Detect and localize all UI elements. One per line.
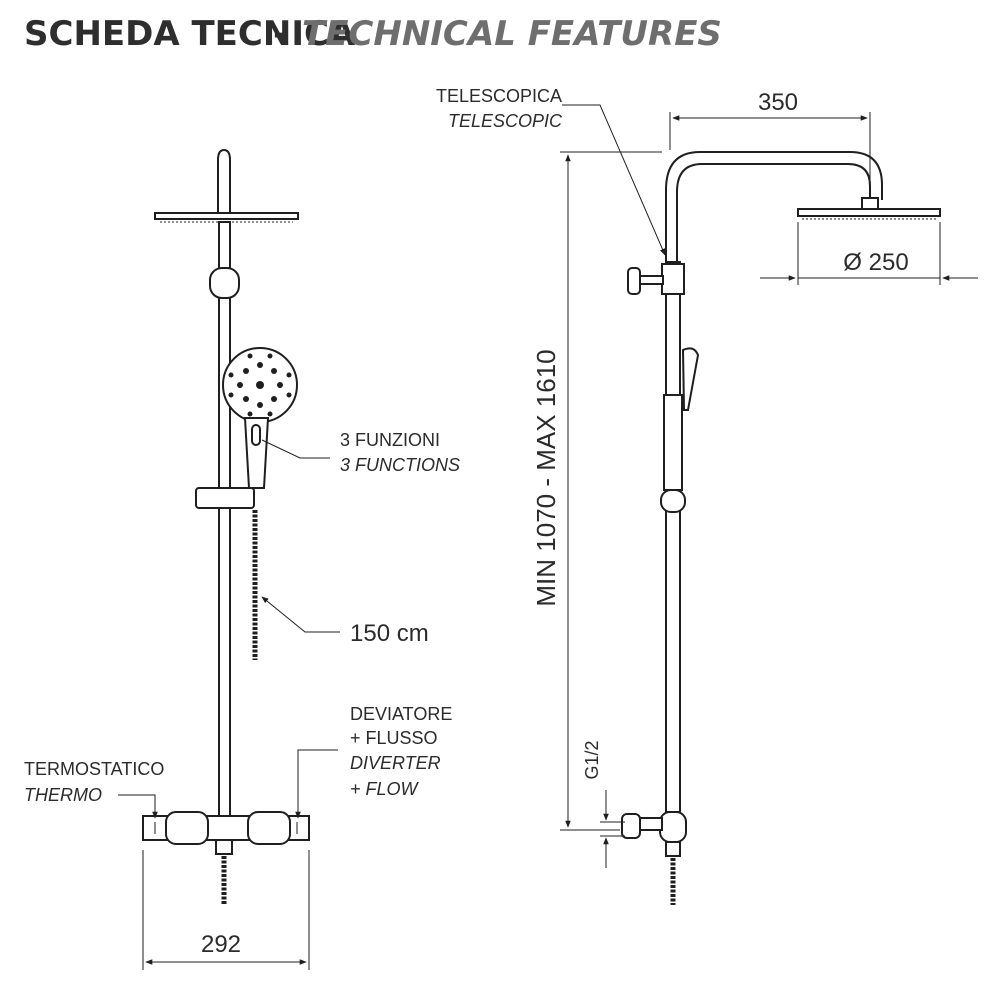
diverter-label-en-2: + FLOW <box>350 779 420 799</box>
dimension-height <box>560 151 662 831</box>
dimension-mixer-width <box>142 850 310 970</box>
diverter-leader <box>295 749 338 819</box>
diverter-label-en-1: DIVERTER <box>350 753 441 773</box>
side-view <box>621 151 941 905</box>
side-shower-head <box>797 208 941 217</box>
side-arm-inner <box>676 163 871 265</box>
title-english: TECHNICAL FEATURES <box>302 14 722 54</box>
diverter-label-it-1: DEVIATORE <box>350 704 452 724</box>
side-hand-shower-handle <box>663 394 683 491</box>
functions-leader <box>261 439 330 459</box>
functions-label-en: 3 FUNCTIONS <box>340 455 460 475</box>
functions-label-it: 3 FUNZIONI <box>340 430 440 450</box>
side-outlet <box>665 841 681 857</box>
telescopic-label-it: TELESCOPICA <box>436 86 562 106</box>
thermo-leader <box>118 794 158 819</box>
diverter-knob <box>247 811 291 845</box>
thermo-label-it: TERMOSTATICO <box>24 759 164 779</box>
side-inlet-nut <box>621 813 641 839</box>
front-rail <box>218 221 231 823</box>
title-italian: SCHEDA TECNICA <box>24 14 356 54</box>
hose-length-label: 150 cm <box>350 620 429 647</box>
dimension-height-label: MIN 1070 - MAX 1610 <box>531 349 561 606</box>
dimension-head-diameter <box>760 222 978 285</box>
dimension-arm-length <box>669 112 871 198</box>
front-shower-head <box>154 212 299 220</box>
dimension-width-label: 292 <box>201 931 241 958</box>
front-top-bracket <box>209 267 240 299</box>
side-inlet <box>637 817 663 831</box>
dimension-connection <box>600 790 625 868</box>
hand-shower-nozzles <box>228 353 292 417</box>
side-mixer-body <box>659 811 687 843</box>
hand-shower-button <box>251 424 261 446</box>
thermostatic-knob <box>165 811 209 845</box>
front-slider <box>195 487 255 509</box>
side-arm-outer <box>665 151 883 265</box>
thermo-label-en: THERMO <box>24 785 102 805</box>
diverter-label-it-2: + FLUSSO <box>350 728 438 748</box>
hose-leader <box>261 596 340 633</box>
dimension-diameter-label: Ø 250 <box>843 249 908 276</box>
hand-shower-handle <box>243 417 270 489</box>
dimension-connection-label: G1/2 <box>582 740 602 779</box>
telescopic-leader <box>562 104 666 256</box>
side-rail <box>665 261 681 813</box>
side-slider <box>660 489 686 513</box>
front-view <box>142 148 310 905</box>
front-riser-top <box>217 148 231 212</box>
telescopic-label-en: TELESCOPIC <box>448 111 563 131</box>
dimension-arm-label: 350 <box>758 89 798 116</box>
side-hand-shower <box>681 347 700 411</box>
title-separator: - <box>273 14 287 54</box>
side-clamp <box>661 263 685 295</box>
mixer-outlet <box>215 839 233 855</box>
side-wall-knob <box>627 267 641 295</box>
